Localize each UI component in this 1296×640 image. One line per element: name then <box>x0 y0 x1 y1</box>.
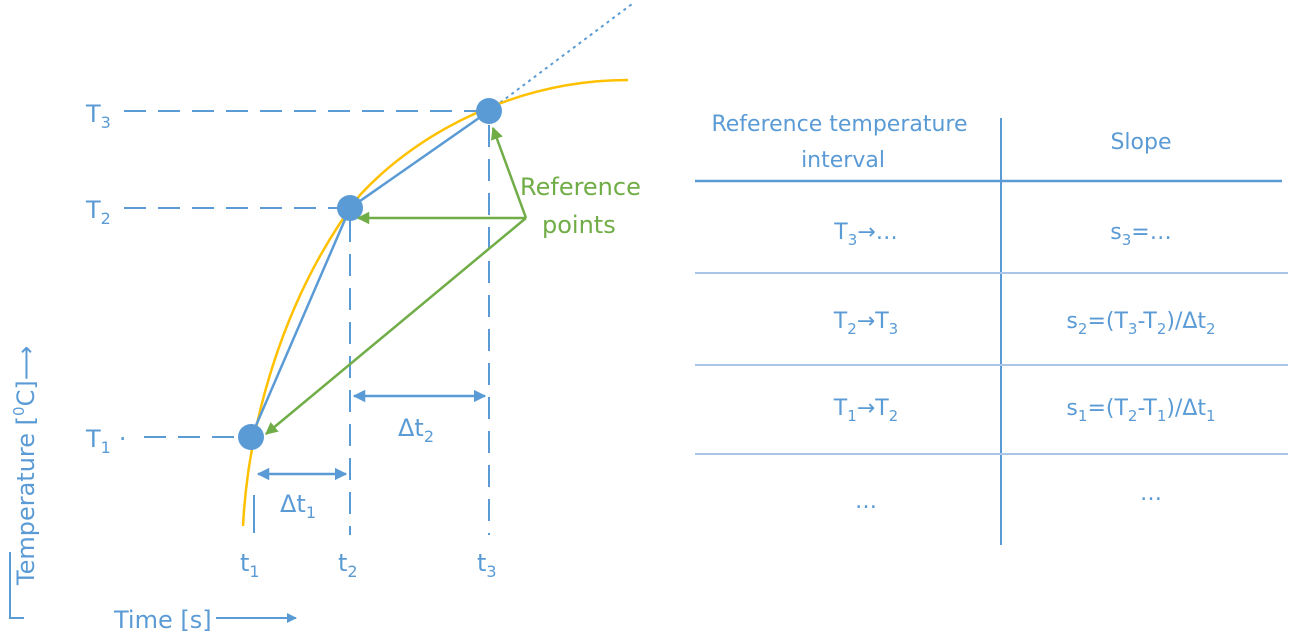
level-label-t3: T3 <box>85 100 111 132</box>
slope-segments <box>249 109 490 438</box>
reference-point-3 <box>476 98 502 124</box>
y-axis-line <box>9 552 24 619</box>
table-row-1-slope: s3=… <box>1110 220 1171 249</box>
reference-arrow-1 <box>265 217 527 435</box>
table-row-2-interval: T2→T3 <box>833 309 898 338</box>
table-row-3-slope: s1=(T2-T1)/Δt1 <box>1066 396 1215 425</box>
table-row-4-interval: … <box>855 489 877 514</box>
time-label-t2: t2 <box>338 549 358 581</box>
tangent-extension-line <box>488 3 633 112</box>
delta-t2-label: Δt2 <box>398 414 434 446</box>
reference-arrow-3 <box>491 126 528 219</box>
level-label-t1: T1· <box>85 425 127 457</box>
table-header-slope: Slope <box>1110 130 1171 155</box>
reference-points-label-line2: points <box>542 211 616 239</box>
level-label-t2: T2 <box>85 196 111 228</box>
table-header-interval: Reference temperature interval <box>711 112 974 173</box>
reference-points-label-line1: Reference <box>520 173 641 201</box>
delta-t1-label: Δt1 <box>280 490 316 522</box>
time-label-t3: t3 <box>477 549 497 581</box>
table-row-3-interval: T1→T2 <box>833 396 898 425</box>
time-label-t1: t1 <box>240 549 260 581</box>
table-row-2-slope: s2=(T3-T2)/Δt2 <box>1066 309 1215 338</box>
y-axis-label: Temperature [0C]⟶ <box>10 346 40 586</box>
table-row-4-slope: … <box>1140 481 1162 506</box>
table-row-1-interval: T3→… <box>833 220 897 249</box>
x-axis-label: Time [s] <box>113 606 212 634</box>
reference-point-2 <box>337 195 363 221</box>
reference-point-1 <box>238 424 264 450</box>
